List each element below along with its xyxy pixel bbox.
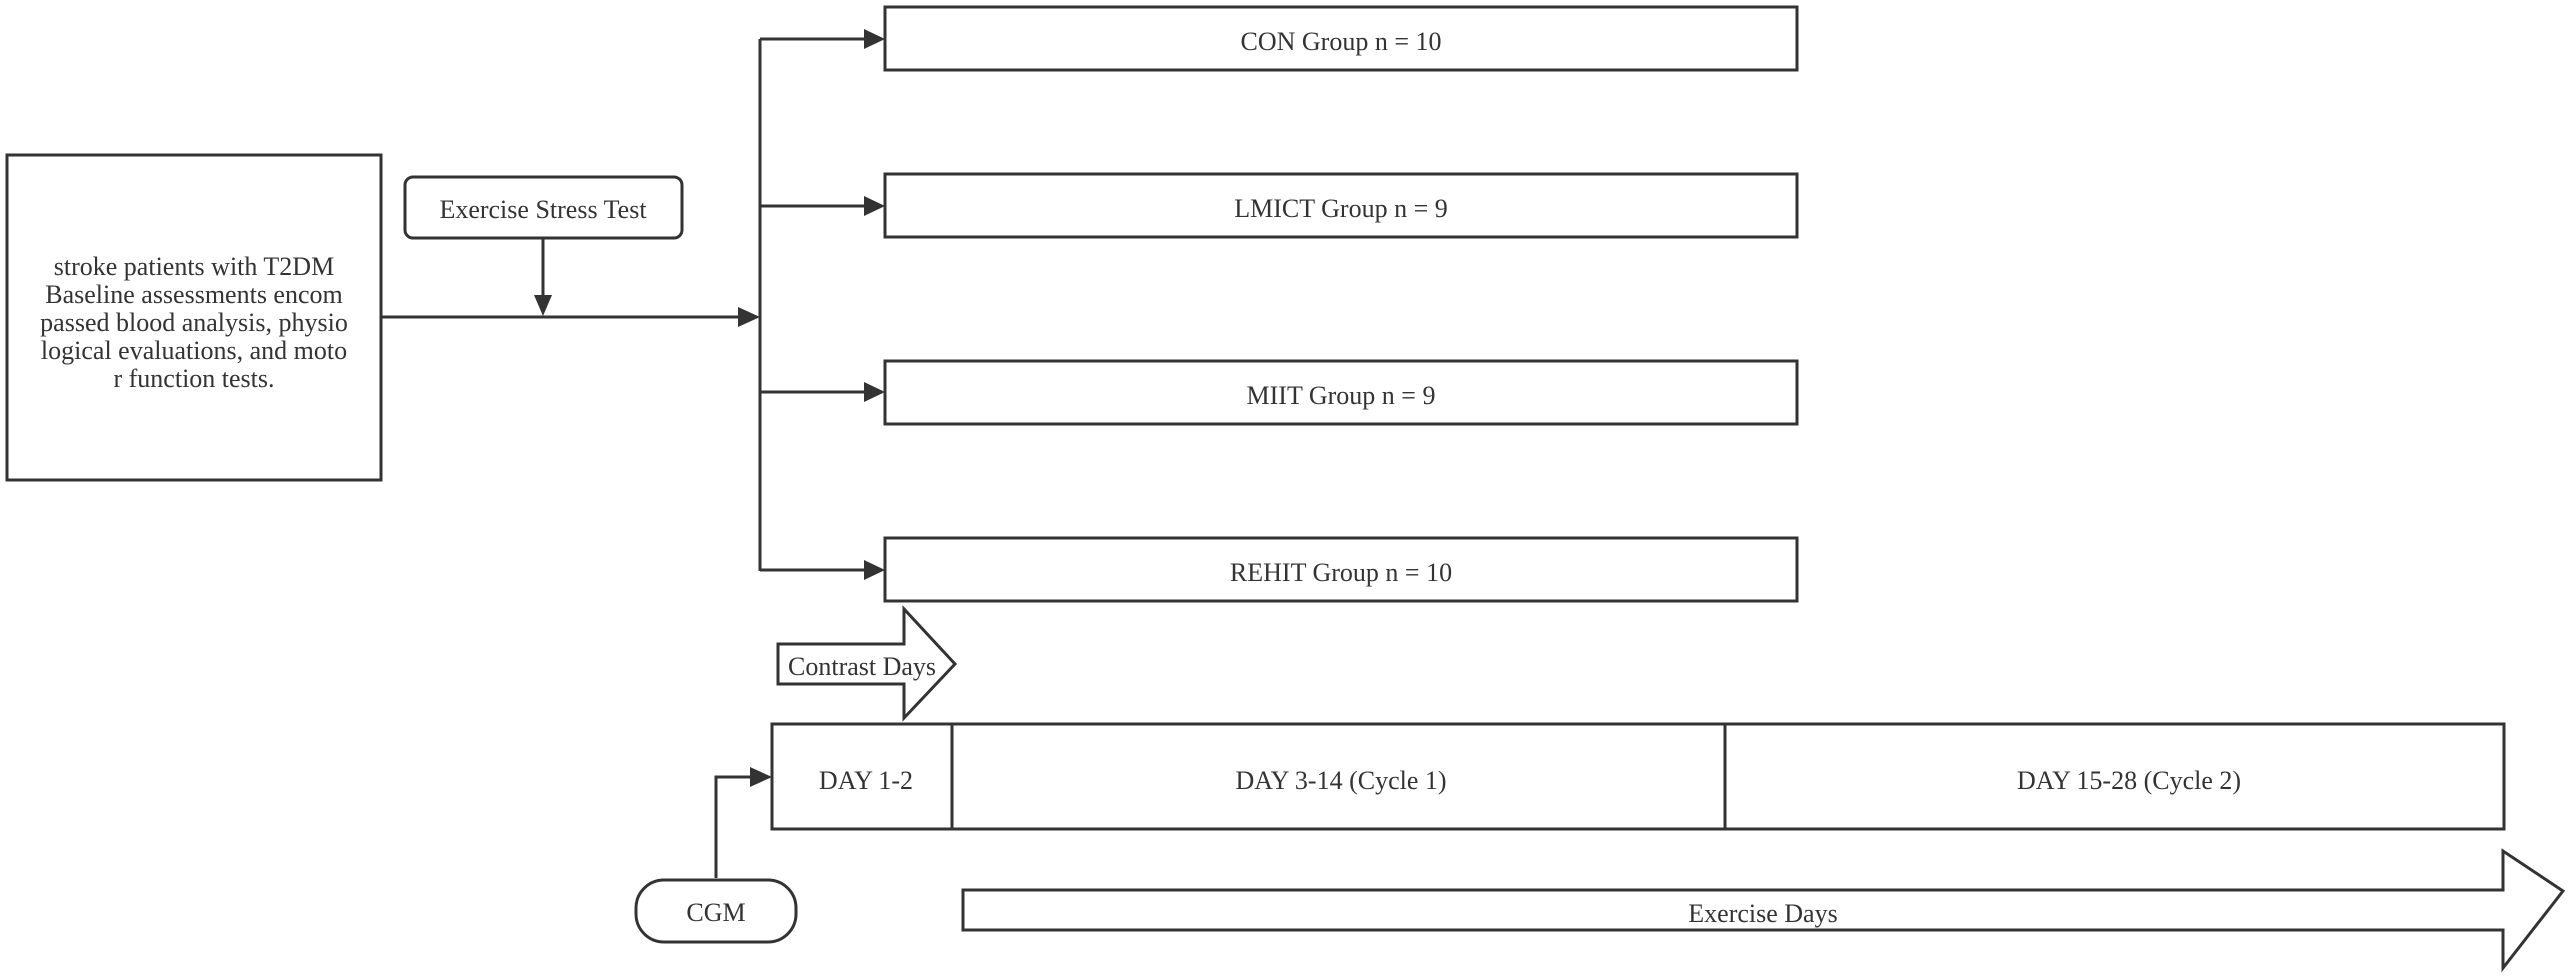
contrast-days-arrow: Contrast Days <box>776 605 958 722</box>
cgm-label: CGM <box>686 898 745 927</box>
exercise-days-label: Exercise Days <box>1688 899 1837 928</box>
baseline-line-4: logical evaluations, and moto <box>41 336 347 365</box>
group-label-con: CON Group n = 10 <box>1241 27 1442 56</box>
baseline-line-3: passed blood analysis, physio <box>40 308 348 337</box>
timeline-segment-day-1-2: DAY 1-2 <box>819 766 913 795</box>
group-label-miit: MIIT Group n = 9 <box>1247 381 1436 410</box>
exercise-days-arrow: Exercise Days <box>961 848 2566 973</box>
group-label-rehit: REHIT Group n = 10 <box>1230 558 1452 587</box>
baseline-assessment-node: stroke patients with T2DM Baseline asses… <box>5 153 383 482</box>
exercise-stress-test-node: Exercise Stress Test <box>403 175 684 240</box>
timeline-segment-cycle-2: DAY 15-28 (Cycle 2) <box>2017 766 2241 795</box>
cgm-node: CGM <box>634 878 798 944</box>
baseline-line-1: stroke patients with T2DM <box>54 252 334 281</box>
group-node-lmict: LMICT Group n = 9 <box>883 172 1799 239</box>
branch-arrow-rehit <box>760 560 885 580</box>
baseline-to-branch-connector <box>381 307 760 327</box>
group-node-miit: MIIT Group n = 9 <box>883 359 1799 426</box>
group-node-rehit: REHIT Group n = 10 <box>883 536 1799 603</box>
baseline-line-5: r function tests. <box>113 364 274 393</box>
contrast-days-label: Contrast Days <box>788 652 936 681</box>
cgm-connector <box>714 767 772 878</box>
group-label-lmict: LMICT Group n = 9 <box>1234 194 1448 223</box>
stress-test-connector <box>534 238 552 316</box>
exercise-stress-test-label: Exercise Stress Test <box>439 195 647 224</box>
branch-arrow-lmict <box>760 196 885 216</box>
timeline-segment-cycle-1: DAY 3-14 (Cycle 1) <box>1235 766 1446 795</box>
branch-arrow-miit <box>760 382 885 402</box>
baseline-line-2: Baseline assessments encom <box>45 280 343 309</box>
branch-arrow-con <box>760 29 885 49</box>
timeline-bar: DAY 1-2 DAY 3-14 (Cycle 1) DAY 15-28 (Cy… <box>770 722 2506 831</box>
group-node-con: CON Group n = 10 <box>883 5 1799 72</box>
